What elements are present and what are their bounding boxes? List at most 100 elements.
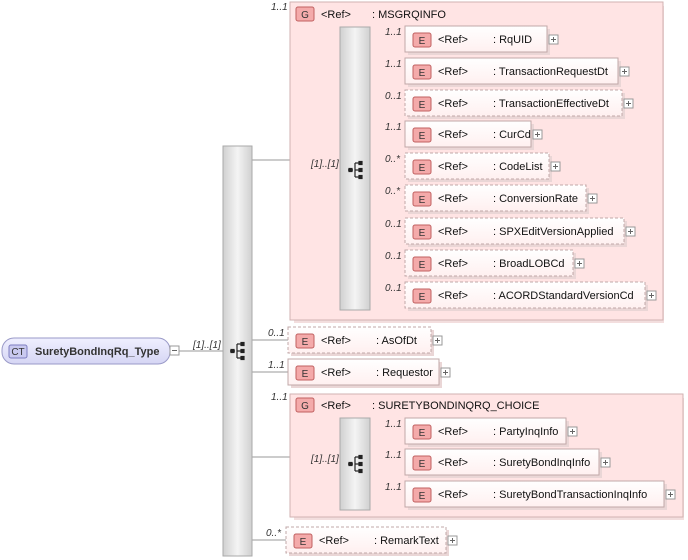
element-name: : ACORDStandardVersionCd bbox=[493, 290, 634, 302]
element-badge-text: E bbox=[419, 428, 426, 439]
expand-toggle[interactable] bbox=[440, 367, 451, 378]
expand-toggle[interactable] bbox=[646, 290, 657, 301]
expand-toggle[interactable] bbox=[623, 98, 634, 109]
element-name: : PartyInqInfo bbox=[493, 426, 558, 438]
element-cardinality: 1..1 bbox=[385, 450, 402, 461]
group-badge-text: G bbox=[301, 401, 309, 412]
element-cardinality: 0..1 bbox=[385, 219, 402, 230]
element-badge-text: E bbox=[302, 369, 309, 380]
group-cardinality: 1..1 bbox=[271, 392, 288, 403]
element-name: : Requestor bbox=[376, 367, 433, 379]
element-ref: <Ref> bbox=[438, 226, 468, 238]
group-msgrqinfo[interactable]: G <Ref> : MSGRQINFO 1..1 [1]..[1] E<Ref>… bbox=[271, 1, 664, 323]
element-badge bbox=[412, 159, 432, 175]
element-name: : CodeList bbox=[493, 161, 543, 173]
element-name: : TransactionEffectiveDt bbox=[493, 98, 609, 110]
element-badge-text: E bbox=[419, 195, 426, 206]
element-conversionrate[interactable]: E <Ref> : ConversionRate 0..* bbox=[385, 184, 598, 214]
expand-toggle[interactable] bbox=[447, 535, 458, 546]
expand-toggle[interactable] bbox=[432, 335, 443, 346]
group-badge bbox=[295, 397, 315, 413]
expand-toggle[interactable] bbox=[567, 426, 578, 437]
group-sequence-cardinality: [1]..[1] bbox=[310, 454, 339, 465]
group-badge-text: G bbox=[301, 10, 309, 21]
element-name: : BroadLOBCd bbox=[493, 258, 565, 270]
element-cardinality: 1..1 bbox=[385, 122, 402, 133]
element-name: : AsOfDt bbox=[376, 335, 417, 347]
element-badge bbox=[295, 333, 315, 349]
element-badge-text: E bbox=[419, 260, 426, 271]
element-badge bbox=[295, 365, 315, 381]
element-cardinality: 0..1 bbox=[268, 328, 285, 339]
element-badge-text: E bbox=[300, 537, 307, 548]
expand-toggle[interactable] bbox=[574, 258, 585, 269]
expand-toggle[interactable] bbox=[548, 34, 559, 45]
complex-type-badge bbox=[8, 344, 28, 359]
element-badge bbox=[412, 224, 432, 240]
element-name: : ConversionRate bbox=[493, 193, 578, 205]
element-suretybondinqinfo[interactable]: E <Ref> : SuretyBondInqInfo 1..1 bbox=[385, 448, 611, 478]
expand-toggle[interactable] bbox=[587, 193, 598, 204]
element-name: : SuretyBondInqInfo bbox=[493, 457, 590, 469]
element-badge-text: E bbox=[419, 491, 426, 502]
element-name: : RemarkText bbox=[374, 535, 439, 547]
element-cardinality: 0..* bbox=[266, 528, 282, 539]
main-sequence[interactable] bbox=[222, 145, 253, 557]
element-badge bbox=[412, 256, 432, 272]
element-badge-text: E bbox=[419, 292, 426, 303]
group-suretybondinqrq-choice[interactable]: G <Ref> : SURETYBONDINQRQ_CHOICE 1..1 [1… bbox=[271, 392, 684, 520]
element-badge-text: E bbox=[419, 163, 426, 174]
expand-toggle[interactable] bbox=[600, 457, 611, 468]
element-badge-text: E bbox=[419, 68, 426, 79]
group-name: : SURETYBONDINQRQ_CHOICE bbox=[372, 400, 539, 412]
element-ref: <Ref> bbox=[438, 193, 468, 205]
sequence-icon bbox=[348, 160, 363, 180]
sequence-icon bbox=[230, 341, 245, 361]
group-sequence-cardinality: [1]..[1] bbox=[310, 159, 339, 170]
element-cardinality: 0..* bbox=[385, 154, 401, 165]
expand-toggle[interactable] bbox=[625, 226, 636, 237]
element-cardinality: 0..1 bbox=[385, 251, 402, 262]
element-cardinality: 0..1 bbox=[385, 283, 402, 294]
element-badge bbox=[412, 424, 432, 440]
root-complex-type[interactable]: CT SuretyBondInqRq_Type bbox=[1, 337, 180, 365]
expand-toggle[interactable] bbox=[665, 489, 676, 500]
expand-toggle[interactable] bbox=[550, 161, 561, 172]
element-name: : TransactionRequestDt bbox=[493, 66, 608, 78]
element-badge bbox=[412, 127, 432, 143]
element-badge bbox=[412, 96, 432, 112]
element-badge-text: E bbox=[419, 36, 426, 47]
element-cardinality: 1..1 bbox=[385, 482, 402, 493]
root-sequence-cardinality: [1]..[1] bbox=[192, 340, 221, 351]
group-badge bbox=[295, 6, 315, 22]
root-collapse-toggle[interactable] bbox=[169, 345, 180, 356]
expand-toggle[interactable] bbox=[619, 66, 630, 77]
element-badge bbox=[412, 64, 432, 80]
element-cardinality: 0..* bbox=[385, 186, 401, 197]
root-name: SuretyBondInqRq_Type bbox=[35, 346, 159, 358]
element-ref: <Ref> bbox=[438, 457, 468, 469]
element-badge-text: E bbox=[419, 100, 426, 111]
element-name: : SuretyBondTransactionInqInfo bbox=[493, 489, 647, 501]
element-badge-text: E bbox=[419, 228, 426, 239]
element-cardinality: 1..1 bbox=[385, 59, 402, 70]
group-name: : MSGRQINFO bbox=[372, 9, 446, 21]
element-badge bbox=[412, 487, 432, 503]
element-badge bbox=[412, 288, 432, 304]
element-badge-text: E bbox=[419, 459, 426, 470]
element-ref: <Ref> bbox=[438, 98, 468, 110]
expand-toggle[interactable] bbox=[532, 129, 543, 140]
